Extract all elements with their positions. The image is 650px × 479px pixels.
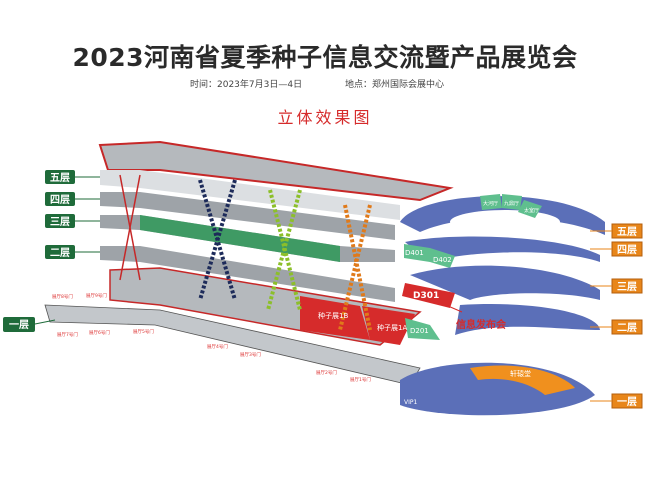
dahe-label: 大河厅 xyxy=(483,200,498,207)
room-d301 xyxy=(402,283,455,308)
d402-label: D402 xyxy=(433,256,452,264)
right-tag-2f: 二层 xyxy=(617,322,637,334)
floor-5-slab xyxy=(100,170,400,220)
diagram-heading: 立体效果图 xyxy=(277,108,373,127)
door-4: 展厅4号门 xyxy=(207,343,228,350)
door-5: 展厅5号门 xyxy=(133,328,154,335)
right-floor-tags: 五层 四层 三层 二层 一层 xyxy=(590,223,643,409)
right-tag-3f: 三层 xyxy=(617,281,637,293)
event-time: 时间：2023年7月3日—4日 xyxy=(190,80,303,90)
jiuding-label: 九鼎厅 xyxy=(504,200,519,207)
floor-4-slab xyxy=(100,192,395,240)
round-floor-3 xyxy=(410,265,600,300)
vip1-label: VIP1 xyxy=(404,399,417,406)
left-tag-1f: 一层 xyxy=(9,319,29,331)
left-tag-3f: 三层 xyxy=(50,216,70,228)
seed-hall-1b-label: 种子展1B xyxy=(318,311,348,320)
room-d402 xyxy=(430,248,455,268)
d201-label: D201 xyxy=(410,327,429,335)
d301-label: D301 xyxy=(413,291,439,301)
door-8: 展厅8号门 xyxy=(52,293,73,300)
room-taishi xyxy=(518,200,542,218)
door-3: 展厅3号门 xyxy=(240,351,261,358)
left-floor-tags: 五层 四层 三层 二层 一层 xyxy=(3,170,100,332)
room-d201 xyxy=(405,318,440,340)
right-tag-5f: 五层 xyxy=(617,226,637,238)
xuanyuan-label: 轩辕堂 xyxy=(510,369,531,378)
seed-hall-1a xyxy=(362,306,415,345)
d401-label: D401 xyxy=(405,249,424,257)
taishi-label: 太室厅 xyxy=(524,207,539,214)
hall-xuanyuan xyxy=(470,365,575,395)
atrium-void xyxy=(450,210,560,234)
page-title: 2023河南省夏季种子信息交流暨产品展览会 xyxy=(72,43,578,72)
left-tag-4f: 四层 xyxy=(50,194,70,206)
seed-hall-1b xyxy=(300,296,370,340)
escalators xyxy=(119,174,372,331)
right-tag-4f: 四层 xyxy=(617,244,637,256)
event-location: 地点：郑州国际会展中心 xyxy=(345,80,445,90)
floor-3-green-area xyxy=(140,215,340,262)
door-9: 展厅9号门 xyxy=(86,292,107,299)
left-tag-5f: 五层 xyxy=(50,172,70,184)
press-conference-label: 信息发布会 xyxy=(456,318,506,331)
room-dahe xyxy=(480,194,502,210)
door-2: 展厅2号门 xyxy=(316,369,337,376)
annotation-arrow xyxy=(447,305,463,313)
round-floor-2 xyxy=(455,304,600,335)
floor-2-slab xyxy=(100,246,395,302)
door-6: 展厅6号门 xyxy=(89,329,110,336)
seed-hall-1a-label: 种子展1A xyxy=(377,323,407,332)
left-tag-2f: 二层 xyxy=(50,247,70,259)
door-7: 展厅7号门 xyxy=(57,331,78,338)
right-tag-1f: 一层 xyxy=(617,396,637,408)
door-1: 展厅1号门 xyxy=(350,376,371,383)
room-jiuding xyxy=(502,194,522,210)
room-d401 xyxy=(404,244,430,262)
